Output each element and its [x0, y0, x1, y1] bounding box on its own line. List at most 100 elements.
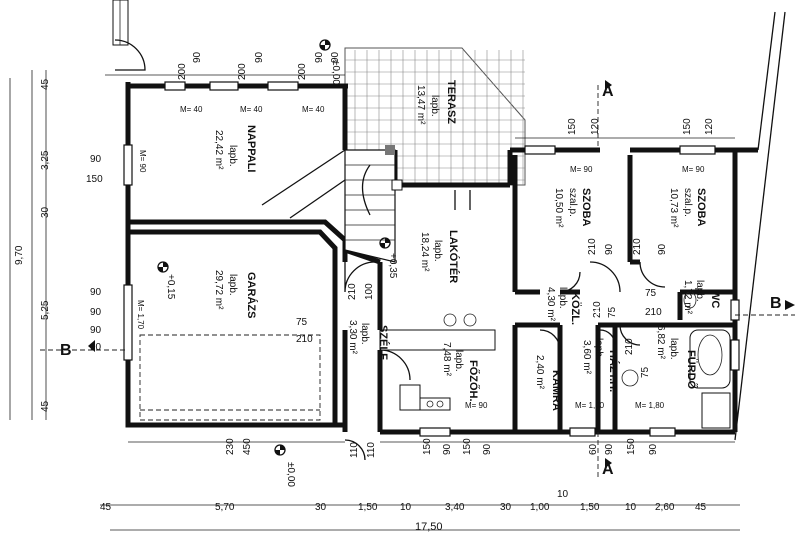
dim: 110 [366, 442, 377, 458]
garage-car-outline [139, 334, 321, 421]
dim: 90 [648, 443, 659, 455]
dim: 150 [682, 118, 693, 135]
room-area: 1,72 m² [682, 280, 693, 315]
room-area: 18,24 m² [419, 232, 430, 272]
inner-dimensions: 75 210 210 100 210 210 90 90 75 210 75 2… [296, 238, 668, 410]
room-szoba-2: SZOBA szal.p. 10,73 m² [668, 188, 707, 228]
dim: 90 [657, 243, 668, 255]
dim: 2,60 [655, 502, 675, 513]
windows [123, 81, 740, 437]
dim: M= 40 [302, 105, 325, 114]
dim: 60 [588, 443, 599, 455]
room-area: 13,47 m² [415, 85, 426, 125]
room-name: LAKÓTÉR [447, 230, 460, 283]
doors [112, 0, 666, 461]
room-name: KAMRA [550, 370, 562, 411]
room-kozl: KÖZL. lapb. 4,30 m² [545, 287, 582, 325]
dim: 210 [587, 238, 598, 255]
dim: 90 [90, 325, 102, 336]
room-area: 10,50 m² [553, 188, 564, 228]
dim: 10 [557, 489, 569, 500]
dim: M= 90 [570, 165, 593, 174]
dim: M= 1,80 [575, 401, 605, 410]
room-area: 10,73 m² [668, 188, 679, 228]
dim: 10 [625, 502, 637, 513]
room-name: NAPPALI [245, 125, 257, 172]
staircase [261, 145, 403, 263]
room-floor: lapb. [359, 323, 370, 345]
dim: 90 [90, 307, 102, 318]
room-floor: szal.p. [567, 188, 578, 217]
dim: 3,25 [40, 150, 51, 170]
room-floor: lapb. [593, 338, 604, 360]
room-wc: WC lapb. 1,72 m² [682, 280, 721, 315]
terrace-tiles [344, 47, 526, 186]
dim: 210 [592, 301, 603, 318]
dim: 200 [177, 63, 188, 80]
dim: 30 [315, 502, 327, 513]
bottom-dimensions: 230 450 110 110 150 90 150 90 60 90 150 … [100, 438, 707, 533]
top-dimensions: 90 200 90 200 90 200 90 M= 40 M= 40 M= 4… [177, 51, 715, 174]
room-garazs: GARÁZS lapb. 29,72 m² [213, 270, 258, 318]
room-area: 2,40 m² [534, 355, 545, 390]
section-a-bottom: A [602, 461, 614, 478]
room-area: 4,30 m² [545, 287, 556, 322]
dim: 200 [237, 63, 248, 80]
room-szoba-1: SZOBA szal.p. 10,50 m² [553, 188, 592, 228]
level-markers [157, 39, 391, 456]
dim: 90 [330, 51, 341, 63]
dim: 210 [347, 283, 358, 300]
room-floor: lapb. [429, 95, 440, 117]
dim: 150 [567, 118, 578, 135]
dim: 45 [40, 78, 51, 90]
dim: 210 [595, 308, 609, 317]
room-floor: lapb. [694, 280, 705, 302]
exterior-walls [125, 82, 758, 435]
dim: 75 [640, 366, 651, 378]
room-floor: lapb. [227, 274, 238, 296]
dim: 210 [624, 338, 635, 355]
room-fozoh: FŐZŐH. lapb. 7,48 m² [441, 342, 480, 402]
dim: 90 [192, 51, 203, 63]
room-floor: szal.p. [682, 188, 693, 217]
room-name: WC [709, 290, 721, 308]
dim: 90 [254, 51, 265, 63]
dim: 30 [40, 206, 51, 218]
dim: 100 [364, 283, 375, 300]
dimension-lines [9, 70, 740, 531]
dim: 5,25 [40, 300, 51, 320]
dim: 30 [500, 502, 512, 513]
room-floor: lapb. [668, 338, 679, 360]
dim: 75 [645, 288, 657, 299]
dim: 110 [349, 442, 360, 458]
room-name: KÖZL. [569, 292, 582, 325]
dim: 150 [422, 438, 433, 455]
section-b-right: B [770, 295, 782, 312]
room-name: SZOBA [580, 188, 592, 227]
dim: 3,40 [445, 502, 465, 513]
dim: 75 [296, 317, 308, 328]
room-name: FŐZŐH. [467, 360, 480, 402]
level-garage-label: +0,15 [165, 274, 176, 300]
room-area: 3,60 m² [581, 340, 592, 375]
dim: 120 [704, 118, 715, 135]
dim: 210 [296, 334, 313, 345]
room-furdo: FÜRDŐ lapb. 6,82 m² [655, 325, 698, 390]
dim: 120 [590, 118, 601, 135]
dim: 90 [604, 443, 615, 455]
section-markers [40, 80, 795, 480]
dim: 45 [695, 502, 707, 513]
room-area: 7,48 m² [441, 342, 452, 377]
room-name: FÜRDŐ [685, 350, 698, 390]
room-floor: lapb. [453, 350, 464, 372]
dim: 45 [40, 400, 51, 412]
room-area: 6,82 m² [655, 325, 666, 360]
dim: M= 40 [180, 105, 203, 114]
dim: 90 [314, 51, 325, 63]
dim: M= 90 [465, 401, 488, 410]
dim: 45 [100, 502, 112, 513]
dim: M= 1,80 [635, 401, 665, 410]
room-kamra: KAMRA 2,40 m² [534, 355, 562, 411]
room-szelf: SZÉLF. lapb. 3,30 m² [347, 320, 390, 362]
room-area: 3,30 m² [347, 320, 358, 355]
